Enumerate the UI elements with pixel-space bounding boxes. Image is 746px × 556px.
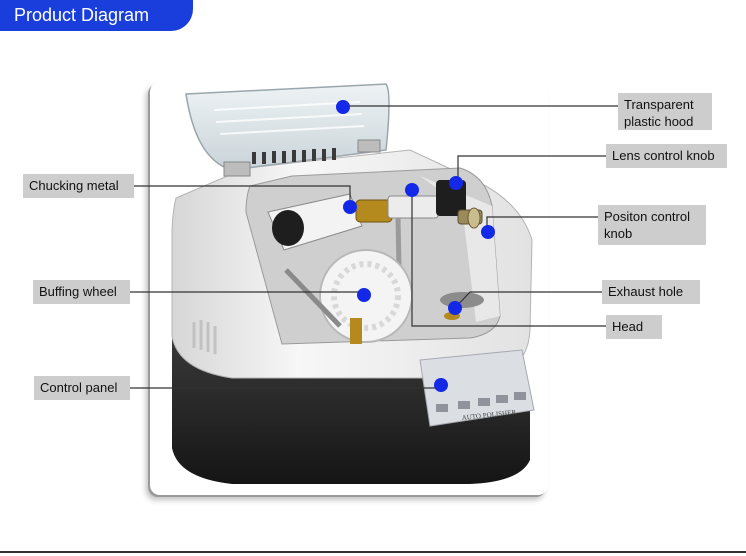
label-head: Head bbox=[606, 315, 662, 339]
header-tab: Product Diagram bbox=[0, 0, 193, 31]
chuck-shaft bbox=[355, 199, 393, 223]
label-exhaust-hole: Exhaust hole bbox=[602, 280, 700, 304]
label-transparent-plastic-hood: Transparent plastic hood bbox=[618, 93, 712, 130]
label-buffing-wheel: Buffing wheel bbox=[33, 280, 130, 304]
label-lens-control-knob: Lens control knob bbox=[606, 144, 727, 168]
head-block bbox=[387, 195, 439, 219]
left-knob bbox=[272, 210, 304, 246]
label-position-line2: knob bbox=[604, 226, 633, 241]
label-position-control-knob: Positon control knob bbox=[598, 205, 706, 245]
marker-dot-exhaust-hole bbox=[448, 301, 462, 315]
marker-dot-head bbox=[405, 183, 419, 197]
control-panel-shape bbox=[419, 349, 535, 427]
hood-ribs bbox=[213, 101, 365, 135]
label-chucking-metal: Chucking metal bbox=[23, 174, 134, 198]
page-title: Product Diagram bbox=[14, 5, 150, 25]
marker-dot-position-knob bbox=[481, 225, 495, 239]
marker-dot-buffing-wheel bbox=[357, 288, 371, 302]
wheel-hub bbox=[350, 318, 362, 344]
marker-dot-chucking-metal bbox=[343, 200, 357, 214]
bottom-divider bbox=[0, 551, 746, 553]
hinge-left bbox=[223, 161, 251, 177]
marker-dot-hood bbox=[336, 100, 350, 114]
hinge-right bbox=[357, 139, 381, 153]
label-hood-line2: plastic hood bbox=[624, 114, 694, 129]
label-hood-line1: Transparent bbox=[624, 97, 694, 112]
side-vents bbox=[192, 320, 217, 354]
position-knob bbox=[467, 207, 481, 229]
marker-dot-control-panel bbox=[434, 378, 448, 392]
hood-slots bbox=[252, 148, 336, 164]
leader-lines bbox=[130, 105, 618, 389]
marker-dot-lens-knob bbox=[449, 176, 463, 190]
label-position-line1: Positon control bbox=[604, 209, 690, 224]
label-control-panel: Control panel bbox=[34, 376, 130, 400]
panel-buttons bbox=[436, 392, 526, 412]
